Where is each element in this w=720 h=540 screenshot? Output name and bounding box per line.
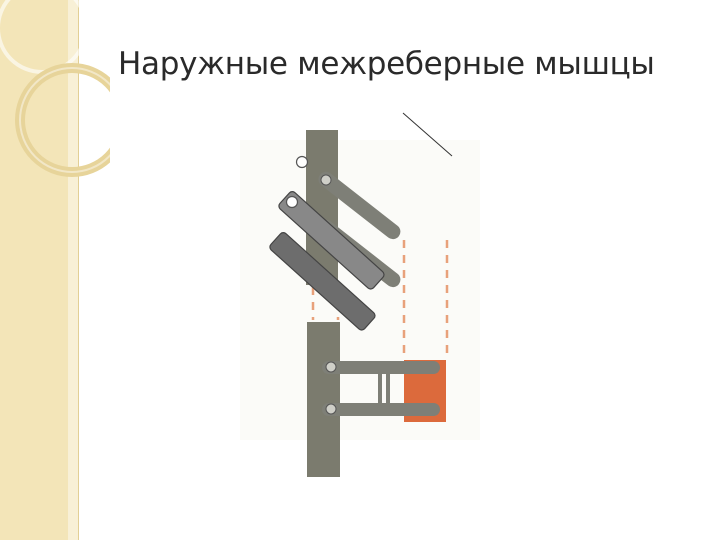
intercostal-muscle-diagram [240,112,480,477]
attachment-point-lower [285,195,299,209]
muscle-bars [269,191,385,331]
muscle-bar-lower [269,232,376,331]
decorative-sidebar [0,0,110,540]
muscle-connector [378,373,390,404]
pointer-line [402,112,453,157]
rib-lower-1 [322,361,440,374]
slide-title: Наружные межреберные мышцы [118,46,655,82]
sidebar-stripe [68,0,78,540]
rib-lower-2 [322,403,440,416]
spine-lower [307,322,340,477]
lower-ribs [322,360,446,422]
circle-ornament [0,0,110,177]
rib-upper-1 [318,171,401,240]
attachment-point-upper [295,155,309,169]
muscle-bar-upper [278,191,385,290]
